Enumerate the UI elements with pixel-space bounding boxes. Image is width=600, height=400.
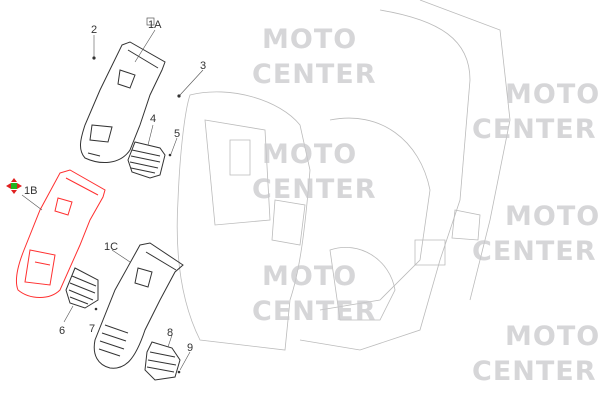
- part-2-screw[interactable]: [92, 56, 96, 60]
- watermark-text: MOTO: [262, 139, 357, 170]
- label-9[interactable]: 9: [187, 342, 193, 354]
- label-5[interactable]: 5: [174, 128, 180, 140]
- watermark-text: MOTO: [505, 79, 600, 110]
- part-6-grille[interactable]: [65, 267, 99, 309]
- watermark-text: CENTER: [252, 296, 377, 327]
- label-7[interactable]: 7: [89, 323, 95, 335]
- part-1c-cover[interactable]: [93, 242, 184, 369]
- watermark-text: MOTO: [505, 321, 600, 352]
- part-3-clip[interactable]: [177, 94, 181, 98]
- label-8[interactable]: 8: [167, 327, 173, 339]
- watermark-text: MOTO: [262, 24, 357, 55]
- watermarks: MOTO CENTER MOTO CENTER MOTO CENTER MOTO…: [252, 24, 600, 387]
- label-1a[interactable]: 1A: [148, 19, 162, 31]
- label-1c[interactable]: 1C: [104, 241, 118, 253]
- watermark-text: MOTO: [262, 261, 357, 292]
- watermark-text: CENTER: [472, 236, 597, 267]
- label-2[interactable]: 2: [91, 24, 97, 36]
- part-1b-cover-highlighted[interactable]: [15, 169, 106, 298]
- part-8-grille[interactable]: [144, 341, 181, 381]
- watermark-text: CENTER: [472, 114, 597, 145]
- part-labels: 1A 2 3 4 5 1B 1C 6 7 8 9: [24, 17, 206, 354]
- watermark-text: CENTER: [472, 356, 597, 387]
- watermark-text: MOTO: [505, 201, 600, 232]
- part-1a-cover[interactable]: [80, 41, 166, 163]
- part-7-screw[interactable]: [94, 307, 98, 311]
- selected-marker-icon[interactable]: [6, 178, 22, 194]
- label-box: [146, 17, 155, 26]
- label-1b[interactable]: 1B: [24, 185, 37, 197]
- watermark-text: CENTER: [252, 174, 377, 205]
- scooter-frame: [176, 0, 511, 351]
- part-9-screw[interactable]: [177, 370, 181, 374]
- label-4[interactable]: 4: [150, 113, 156, 125]
- part-4-grille[interactable]: [127, 141, 166, 179]
- part-5-screw[interactable]: [168, 153, 172, 157]
- leader-lines: [21, 29, 204, 371]
- watermark-text: CENTER: [252, 59, 377, 90]
- label-6[interactable]: 6: [59, 325, 65, 337]
- label-3[interactable]: 3: [200, 60, 206, 72]
